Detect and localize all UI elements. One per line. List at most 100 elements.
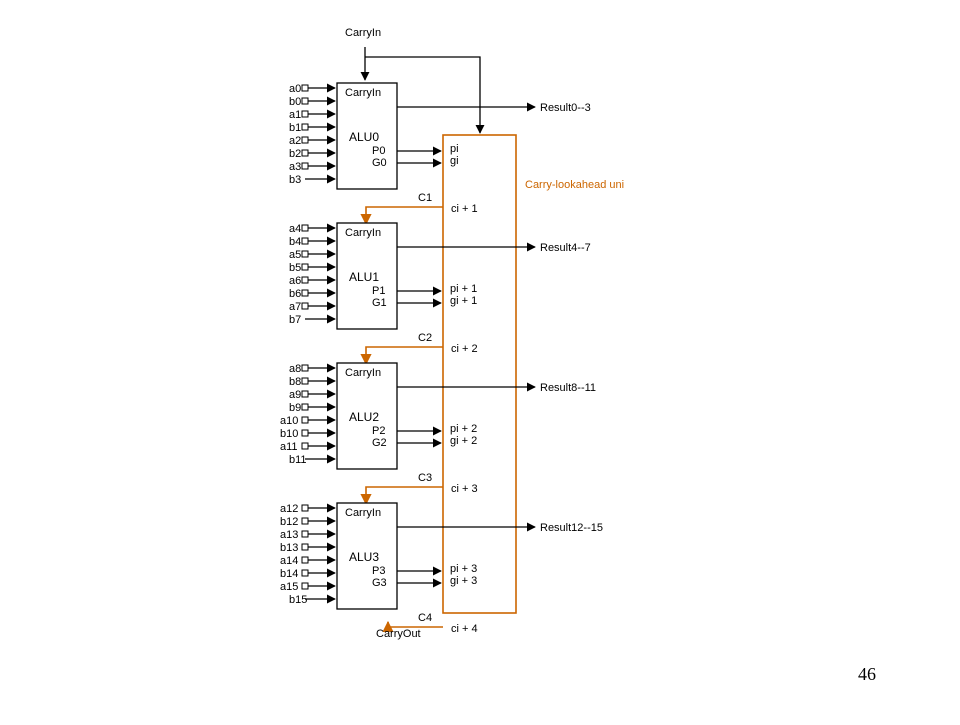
cla-pi-label: pi + 3 bbox=[450, 563, 477, 575]
input-pin bbox=[301, 84, 309, 92]
alu-input-label: b6 bbox=[289, 288, 301, 300]
alu-input-label: a10 bbox=[280, 415, 298, 427]
carry-label: C1 bbox=[418, 192, 432, 204]
input-pin bbox=[301, 390, 309, 398]
input-pin bbox=[301, 97, 309, 105]
alu-g-label: G1 bbox=[372, 297, 387, 309]
alu-input-label: b7 bbox=[289, 314, 301, 326]
alu-g-label: G0 bbox=[372, 157, 387, 169]
carry-in-top-label: CarryIn bbox=[345, 27, 381, 39]
alu-input-label: a12 bbox=[280, 503, 298, 515]
alu-input-label: b8 bbox=[289, 376, 301, 388]
input-pin bbox=[301, 250, 309, 258]
alu-input-label: a2 bbox=[289, 135, 301, 147]
alu-carry-in-label: CarryIn bbox=[345, 367, 381, 379]
carry-wire bbox=[360, 486, 443, 506]
input-pin bbox=[301, 110, 309, 118]
input-pin bbox=[301, 429, 309, 437]
alu-g-label: G3 bbox=[372, 577, 387, 589]
carry-lookahead-unit bbox=[442, 134, 517, 614]
result-label: Result0--3 bbox=[540, 102, 591, 114]
alu-input-label: a14 bbox=[280, 555, 298, 567]
alu-name-label: ALU3 bbox=[349, 550, 379, 564]
alu-input-label: a9 bbox=[289, 389, 301, 401]
input-pin bbox=[301, 403, 309, 411]
input-pin bbox=[301, 302, 309, 310]
input-pin bbox=[301, 556, 309, 564]
alu-name-label: ALU1 bbox=[349, 270, 379, 284]
alu-input-label: b10 bbox=[280, 428, 298, 440]
carry-lookahead-label: Carry-lookahead uni bbox=[525, 179, 624, 191]
input-pin bbox=[301, 569, 309, 577]
input-pin bbox=[301, 263, 309, 271]
alu-input-label: a3 bbox=[289, 161, 301, 173]
input-pin bbox=[301, 149, 309, 157]
alu-carry-in-label: CarryIn bbox=[345, 507, 381, 519]
alu-input-label: a13 bbox=[280, 529, 298, 541]
alu-p-label: P0 bbox=[372, 145, 385, 157]
alu-input-label: b4 bbox=[289, 236, 301, 248]
input-pin bbox=[301, 504, 309, 512]
result-label: Result8--11 bbox=[540, 382, 596, 394]
alu-input-label: b15 bbox=[289, 594, 307, 606]
carry-in-to-cla-wire bbox=[365, 56, 485, 134]
carry-label: C2 bbox=[418, 332, 432, 344]
result-label: Result4--7 bbox=[540, 242, 591, 254]
alu-p-label: P2 bbox=[372, 425, 385, 437]
cla-gi-label: gi + 1 bbox=[450, 295, 477, 307]
alu-p-label: P1 bbox=[372, 285, 385, 297]
alu-input-label: b9 bbox=[289, 402, 301, 414]
cla-ci-label: ci + 3 bbox=[451, 483, 478, 495]
cla-ci-label: ci + 1 bbox=[451, 203, 478, 215]
alu-input-label: b14 bbox=[280, 568, 298, 580]
alu-p-label: P3 bbox=[372, 565, 385, 577]
cla-gi-label: gi + 3 bbox=[450, 575, 477, 587]
alu-input-label: a8 bbox=[289, 363, 301, 375]
carry-out-label: CarryOut bbox=[376, 628, 421, 640]
input-pin bbox=[301, 136, 309, 144]
alu-input-label: a11 bbox=[280, 441, 298, 453]
input-pin bbox=[301, 377, 309, 385]
alu-input-label: b11 bbox=[289, 454, 307, 466]
carry-wire bbox=[360, 206, 443, 226]
input-pin bbox=[301, 224, 309, 232]
alu-box bbox=[336, 502, 398, 610]
alu-input-label: b3 bbox=[289, 174, 301, 186]
input-pin bbox=[301, 543, 309, 551]
input-pin bbox=[301, 416, 309, 424]
alu-input-label: b2 bbox=[289, 148, 301, 160]
result-label: Result12--15 bbox=[540, 522, 603, 534]
alu-carry-in-label: CarryIn bbox=[345, 227, 381, 239]
alu-input-label: a15 bbox=[280, 581, 298, 593]
input-pin bbox=[301, 162, 309, 170]
cla-pi-label: pi + 2 bbox=[450, 423, 477, 435]
alu-blocks: CarryInALU0P0G0a0b0a1b1a2b2a3b3pigiResul… bbox=[280, 82, 603, 635]
alu-input-label: a7 bbox=[289, 301, 301, 313]
alu-g-label: G2 bbox=[372, 437, 387, 449]
input-pin bbox=[301, 582, 309, 590]
input-pin bbox=[301, 276, 309, 284]
input-pin bbox=[301, 530, 309, 538]
cla-ci-label: ci + 4 bbox=[451, 623, 478, 635]
input-pin bbox=[301, 237, 309, 245]
alu-name-label: ALU2 bbox=[349, 410, 379, 424]
input-pin bbox=[301, 289, 309, 297]
cla-pi-label: pi + 1 bbox=[450, 283, 477, 295]
alu-input-label: b1 bbox=[289, 122, 301, 134]
input-pin bbox=[301, 517, 309, 525]
cla-gi-label: gi bbox=[450, 155, 459, 167]
carry-label: C3 bbox=[418, 472, 432, 484]
alu-box bbox=[336, 362, 398, 470]
input-pin bbox=[301, 442, 309, 450]
alu-block-3: CarryInALU3P3G3a12b12a13b13a14b14a15b15p… bbox=[280, 502, 603, 635]
alu-name-label: ALU0 bbox=[349, 130, 379, 144]
input-pin bbox=[301, 364, 309, 372]
cla-pi-label: pi bbox=[450, 143, 459, 155]
alu-box bbox=[336, 82, 398, 190]
alu-input-label: b12 bbox=[280, 516, 298, 528]
input-pin bbox=[301, 123, 309, 131]
alu-input-label: a6 bbox=[289, 275, 301, 287]
